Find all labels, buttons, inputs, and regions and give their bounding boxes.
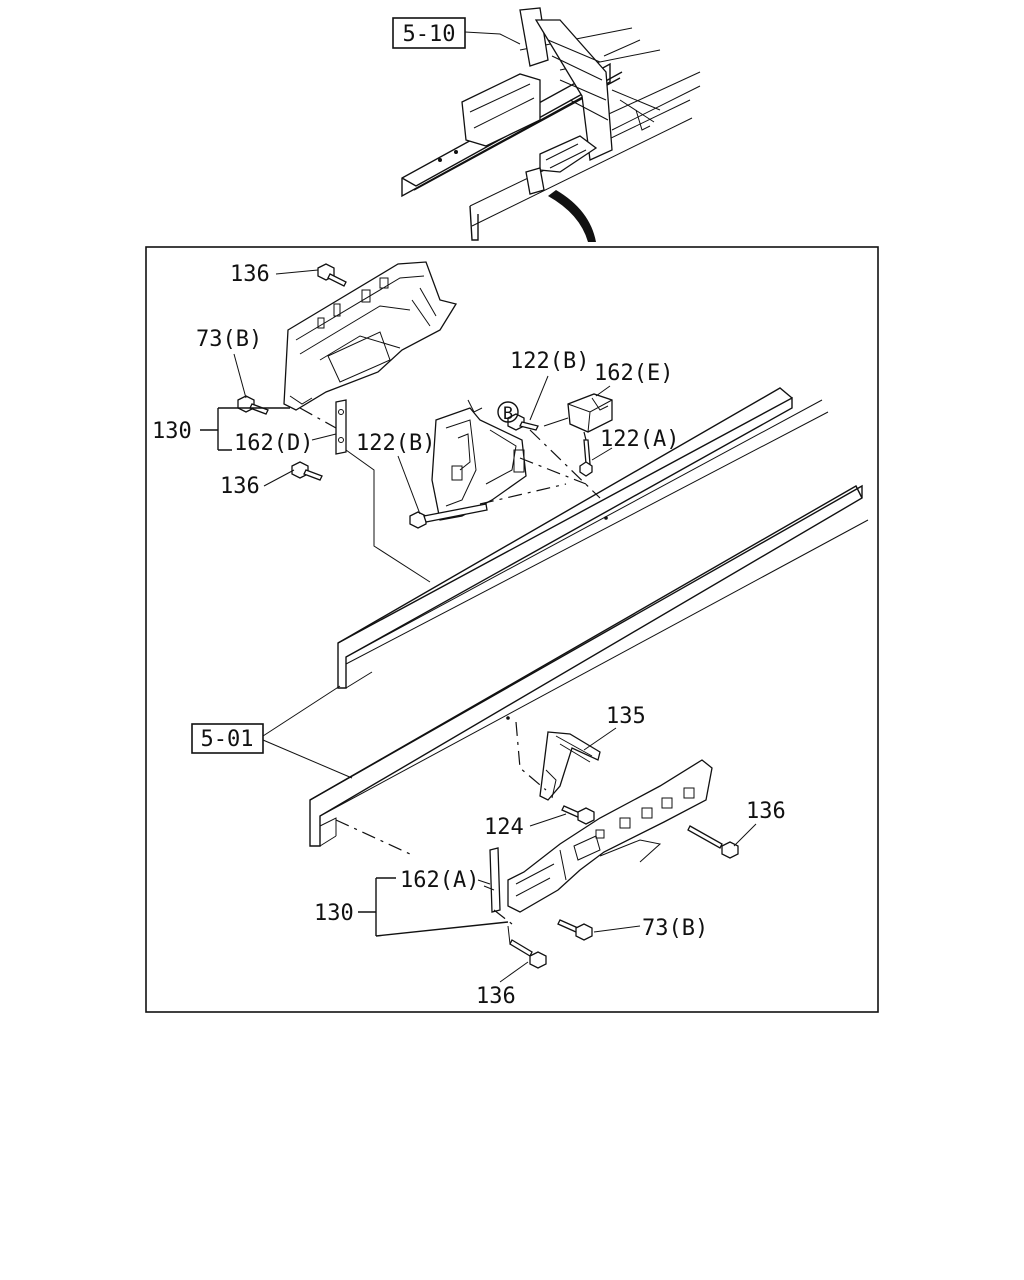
label-73b-bottom: 73(B) [642, 916, 708, 941]
reference-5-01: 5-01 [191, 685, 353, 779]
upper-bracket-assembly [237, 261, 458, 583]
label-122b-upper: 122(B) [510, 349, 589, 374]
lower-side-rail [309, 484, 869, 847]
bolt-122a [579, 439, 593, 477]
bolt-136-bottom [509, 939, 547, 969]
bolt-73b-top [237, 395, 269, 415]
label-124: 124 [484, 815, 524, 840]
bolt-136-right [687, 825, 739, 859]
callout-b-circle [497, 401, 519, 423]
upper-side-rail [337, 387, 829, 689]
label-136-bottom: 136 [476, 984, 516, 1009]
callout-labels: 136 73(B) 130 162(D) 136 122(B) 162(E) 1… [152, 262, 786, 1009]
label-135: 135 [606, 704, 646, 729]
bolt-122b-left [409, 503, 488, 529]
label-136-left: 136 [220, 474, 260, 499]
detail-frame [145, 246, 879, 1013]
label-136-top: 136 [230, 262, 270, 287]
label-130-bottom: 130 [314, 901, 354, 926]
label-162a: 162(A) [400, 868, 479, 893]
block-162e [543, 393, 613, 477]
label-162e: 162(E) [594, 361, 673, 386]
ref-5-10-text: 5-10 [403, 22, 456, 47]
reference-5-10: 5-10 [392, 17, 521, 49]
label-162d: 162(D) [234, 431, 313, 456]
bolt-124 [561, 805, 595, 825]
label-122b-left: 122(B) [356, 431, 435, 456]
bolt-136-left [291, 461, 323, 481]
bolt-122b-upper [507, 413, 539, 431]
callout-b-text: B [503, 404, 513, 424]
label-136-right: 136 [746, 799, 786, 824]
bolt-136-top [317, 263, 347, 287]
label-130-top: 130 [152, 419, 192, 444]
label-122a: 122(A) [600, 427, 679, 452]
ref-5-01-text: 5-01 [201, 727, 254, 752]
vehicle-frame-overview [401, 7, 701, 242]
center-gusset-bracket: B [409, 399, 608, 529]
bolt-73b-bottom [557, 919, 593, 941]
label-73b-top: 73(B) [196, 327, 262, 352]
